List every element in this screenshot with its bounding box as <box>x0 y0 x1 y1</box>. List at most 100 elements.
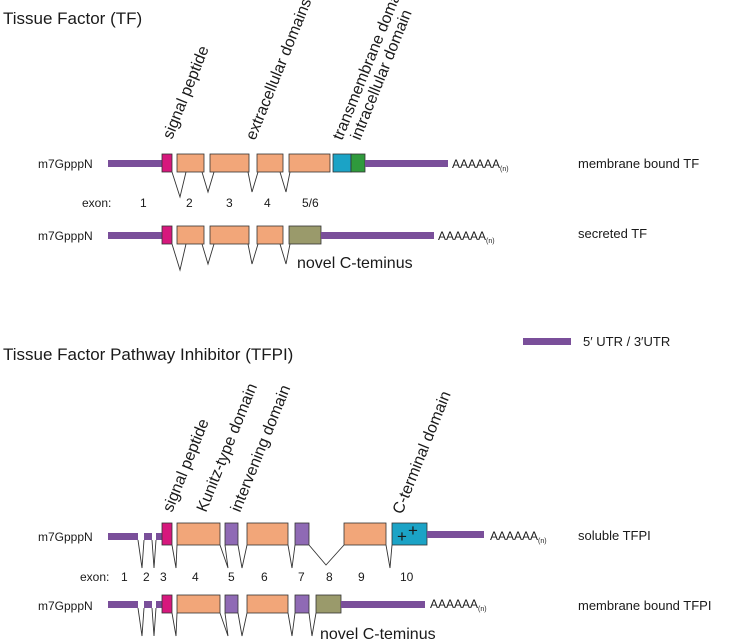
tfpi-utr-exon-1 <box>108 533 138 540</box>
tfpi-isoform-soluble: soluble TFPI <box>578 528 651 543</box>
tfpi-kunitz-exon-6 <box>246 594 289 614</box>
tf-secreted-transcript: m7GpppN AAAAAA(n) secreted TF novel C-te… <box>38 225 647 272</box>
tfpi-exon-number: 1 <box>121 570 128 584</box>
tf-intron-1 <box>171 243 187 272</box>
tfpi-intervening-exon-5 <box>224 594 239 614</box>
tfpi-intron <box>385 544 393 569</box>
tf-isoform-secreted: secreted TF <box>578 226 647 241</box>
tfpi-kunitz-exon-6 <box>246 522 289 546</box>
tf-exon-number: 1 <box>140 196 147 210</box>
tfpi-exon-caption: exon: <box>80 570 109 584</box>
legend-utr-label: 5′ UTR / 3′UTR <box>583 334 670 349</box>
tf-exon-4 <box>256 225 284 245</box>
tf-novel-c-terminus-label: novel C-teminus <box>297 255 413 272</box>
tfpi-cap-label: m7GpppN <box>38 599 93 613</box>
tfpi-exon-number: 4 <box>192 570 199 584</box>
tf-exon-3 <box>209 153 250 173</box>
tfpi-kunitz-exon-4 <box>176 522 221 546</box>
tf-cap-label: m7GpppN <box>38 157 93 171</box>
tf-membrane-transcript: m7GpppN AAAAAA(n) membrane bound TF <box>38 153 699 199</box>
tfpi-utr-exon-3 <box>156 533 162 540</box>
tfpi-exon-numbers: exon: 1 2 3 4 5 6 7 8 9 10 <box>80 570 414 584</box>
tfpi-intron <box>308 612 317 637</box>
tfpi-novel-c-terminus-exon <box>315 594 342 614</box>
tf-signal-exon <box>161 225 173 245</box>
tf-intron-4 <box>279 171 291 193</box>
tfpi-utr-exon-1 <box>108 601 138 608</box>
tf-exon-caption: exon: <box>82 196 111 210</box>
tfpi-intron <box>287 612 296 637</box>
tf-polya: AAAAAA(n) <box>452 157 509 173</box>
tf-label-signal-peptide: signal peptide <box>160 43 213 141</box>
tf-transmembrane-exon <box>332 153 352 173</box>
tfpi-exon-number: 3 <box>160 570 167 584</box>
tfpi-intron <box>151 539 157 569</box>
tf-3utr <box>365 160 448 167</box>
tf-5utr <box>108 160 162 167</box>
tf-novel-c-terminus-exon <box>288 225 322 245</box>
tfpi-exon-number: 10 <box>400 570 414 584</box>
tfpi-3utr <box>341 601 425 608</box>
tfpi-positive-charge-mark: + <box>408 521 418 540</box>
tf-signal-exon <box>161 153 173 173</box>
tf-intron-2 <box>201 171 215 194</box>
tf-intron-2 <box>201 243 215 266</box>
tfpi-signal-exon <box>161 594 173 614</box>
tfpi-intervening-exon-5 <box>224 522 239 546</box>
tfpi-intervening-exon-7 <box>294 522 310 546</box>
tfpi-intron <box>237 544 248 569</box>
tfpi-section: Tissue Factor Pathway Inhibitor (TFPI) s… <box>3 345 711 643</box>
tf-exon-2 <box>176 225 205 245</box>
tfpi-exon-number: 5 <box>228 570 235 584</box>
tfpi-intron <box>287 544 296 569</box>
tf-intron-1 <box>171 171 187 199</box>
tf-exon-5-6 <box>288 153 331 173</box>
tf-5utr <box>108 232 162 239</box>
tfpi-utr-exon-3 <box>156 601 162 608</box>
legend: 5′ UTR / 3′UTR <box>523 334 670 349</box>
tf-3utr <box>321 232 434 239</box>
tfpi-isoform-membrane-bound: membrane bound TFPI <box>578 598 711 613</box>
tfpi-soluble-transcript: m7GpppN + + AAAAAA(n) soluble TFPI <box>38 521 651 569</box>
tfpi-exon-number: 9 <box>358 570 365 584</box>
tfpi-title: Tissue Factor Pathway Inhibitor (TFPI) <box>3 345 293 364</box>
tf-exon-number: 4 <box>264 196 271 210</box>
tf-isoform-membrane-bound: membrane bound TF <box>578 156 699 171</box>
tfpi-novel-c-terminus-label: novel C-teminus <box>320 626 436 643</box>
tfpi-intron <box>237 612 248 637</box>
tfpi-exon-number: 2 <box>143 570 150 584</box>
tfpi-skipped-exon-8 <box>308 544 345 566</box>
tfpi-membrane-transcript: m7GpppN AAAAAA(n) membrane bound TFPI no… <box>38 594 711 643</box>
tfpi-intron <box>219 612 229 637</box>
tfpi-positive-charge-mark: + <box>397 527 407 546</box>
tfpi-intron <box>151 607 157 637</box>
tf-intron-3 <box>247 171 259 193</box>
tf-exon-number: 5/6 <box>302 196 319 210</box>
tf-exon-number: 2 <box>186 196 193 210</box>
tfpi-intron <box>171 544 178 569</box>
tfpi-signal-exon <box>161 522 173 546</box>
tfpi-3utr <box>427 531 484 538</box>
tfpi-exon-number: 6 <box>261 570 268 584</box>
tf-label-extracellular-domains: extracellular domains <box>243 0 315 142</box>
tfpi-label-c-terminal-domain: C-terminal domain <box>390 389 455 517</box>
tfpi-utr-exon-2 <box>144 601 152 608</box>
tf-polya: AAAAAA(n) <box>438 229 495 245</box>
tfpi-intron <box>219 544 229 569</box>
tfpi-kunitz-exon-9 <box>343 522 387 546</box>
tfpi-intron <box>137 607 145 637</box>
tf-section: Tissue Factor (TF) signal peptide extrac… <box>3 0 699 272</box>
legend-utr-swatch <box>523 338 571 345</box>
tf-exon-3 <box>209 225 250 245</box>
tfpi-polya: AAAAAA(n) <box>430 597 487 613</box>
tfpi-utr-exon-2 <box>144 533 152 540</box>
tf-cap-label: m7GpppN <box>38 229 93 243</box>
tfpi-intervening-exon-7 <box>294 594 310 614</box>
tfpi-exon-number: 8 <box>326 570 333 584</box>
tfpi-cap-label: m7GpppN <box>38 530 93 544</box>
tfpi-intron <box>137 539 145 569</box>
tfpi-kunitz-exon-4 <box>176 594 221 614</box>
tfpi-intron <box>171 612 178 637</box>
tf-exon-number: 3 <box>226 196 233 210</box>
